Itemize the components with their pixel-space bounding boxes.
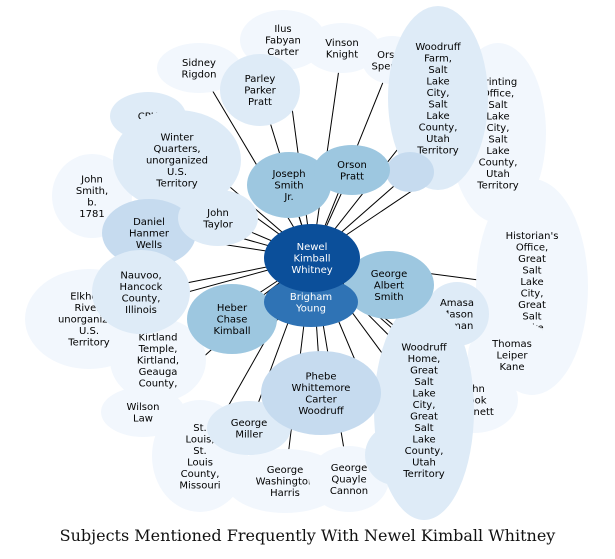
edge-sidney xyxy=(198,67,313,259)
node-bubble-vinson xyxy=(304,23,380,73)
node-bubble-sidney xyxy=(157,43,241,93)
node-bubble-parley xyxy=(220,54,300,126)
node-bubble-nauvoo xyxy=(92,250,190,334)
node-bubble-center-whitney xyxy=(264,224,360,292)
node-bubble-orson-pratt xyxy=(314,145,390,195)
node-bubble-joseph xyxy=(247,152,331,218)
node-bubble-winter xyxy=(113,110,241,210)
node-bubble-heber xyxy=(187,284,277,354)
node-bubble-hidden-a xyxy=(386,152,434,192)
node-bubble-brigham xyxy=(264,277,358,327)
node-bubble-woodruff-home xyxy=(374,300,474,520)
node-bubble-john-taylor xyxy=(178,190,258,246)
node-bubble-phebe xyxy=(261,351,381,435)
node-hidden-a xyxy=(386,152,434,192)
node-bubble-daniel xyxy=(102,199,196,267)
diagram-caption: Subjects Mentioned Frequently With Newel… xyxy=(59,526,556,545)
node-bubble-george-smith xyxy=(344,251,434,319)
node-bubble-kirtland xyxy=(110,318,206,402)
node-bubble-woodruff-farm xyxy=(388,6,488,190)
